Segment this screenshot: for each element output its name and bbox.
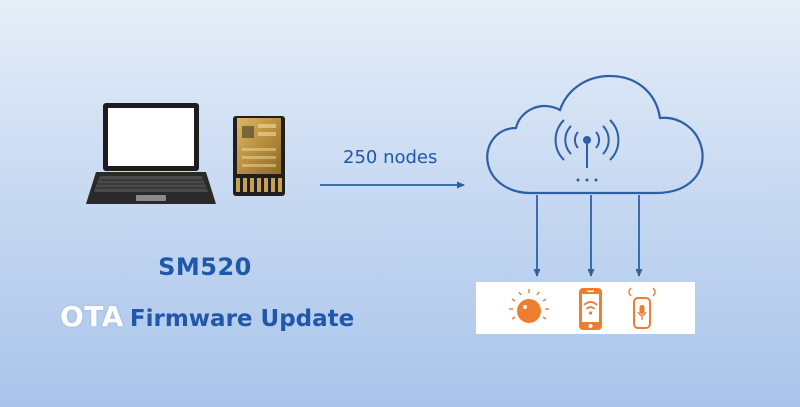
nodes-label: 250 nodes	[343, 147, 438, 168]
downlink-arrows	[533, 195, 643, 277]
cloud-icon	[486, 74, 704, 195]
smartphone-wifi-icon	[579, 288, 602, 330]
model-title: SM520	[158, 253, 252, 281]
ota-label: OTA	[60, 300, 124, 333]
dial-icon	[509, 289, 549, 323]
device-strip	[476, 282, 695, 334]
smart-speaker-icon	[628, 287, 656, 329]
antenna-icon	[554, 119, 620, 182]
laptop-icon	[86, 103, 216, 204]
firmware-update-label: Firmware Update	[129, 306, 355, 332]
module-icon	[233, 116, 285, 196]
